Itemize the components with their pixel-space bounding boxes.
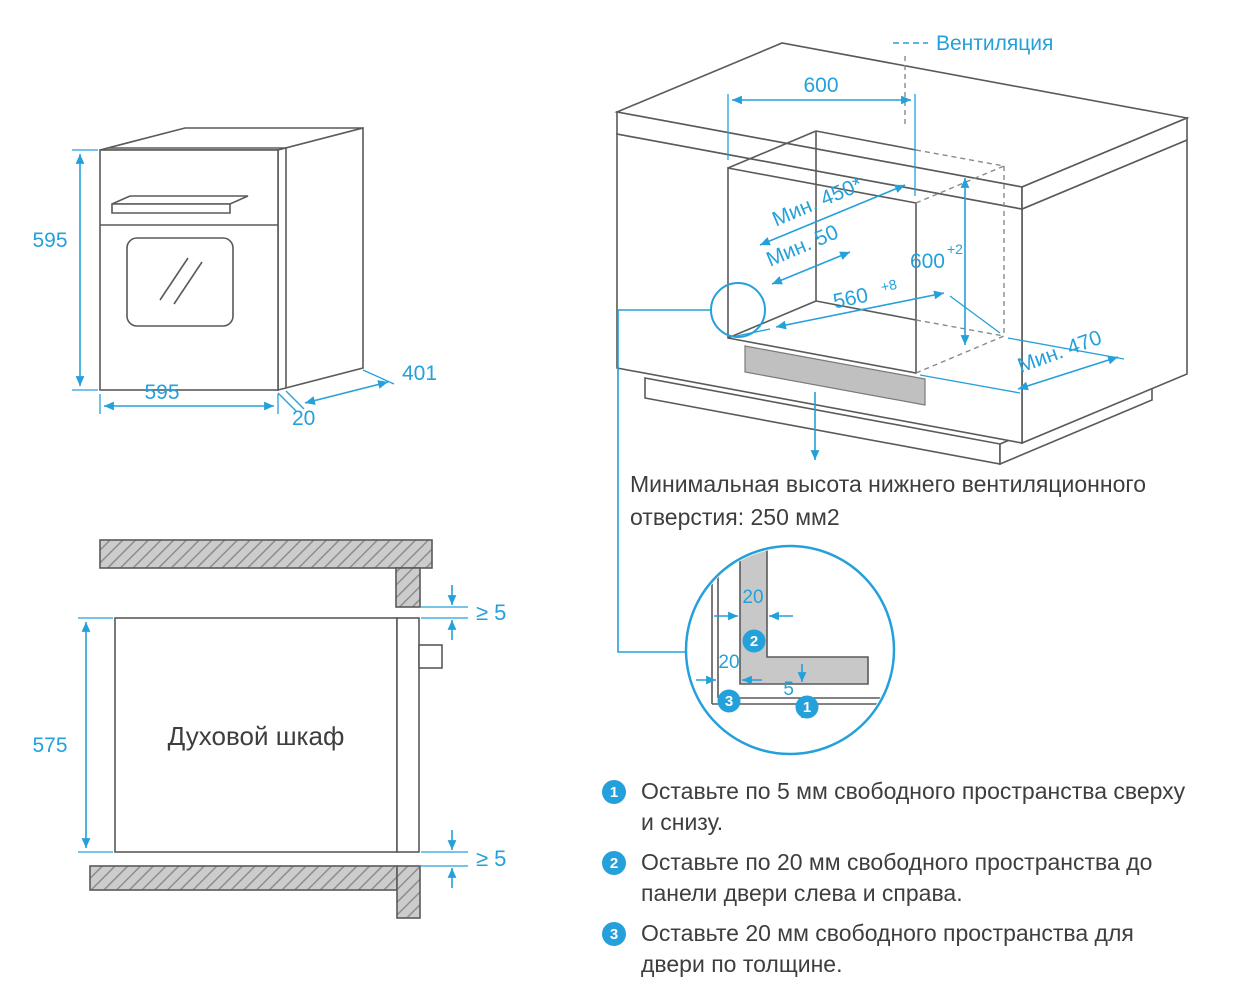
detail-marker-1: 1 [795,695,819,719]
oven-front-face [99,149,279,391]
cabinet-isometric-view: Вентиляция 600 Мин. 450* Мин. 50 560 +8 [614,32,1190,466]
gap-top-label: ≥ 5 [476,600,506,625]
niche-height-label: 600 [910,250,945,273]
note-1-marker: 1 [602,780,626,804]
vent-opening-strip [744,345,926,406]
note-1-text: Оставьте по 5 мм свободного пространства… [641,778,1186,835]
dim-opening-width-top: 600 [727,74,916,196]
wall-hatch-top [99,539,433,569]
note-2: 2 Оставьте по 20 мм свободного пространс… [602,847,1201,909]
detail-dim-door-thickness: 20 [714,587,793,621]
opening-width-top-label: 600 [803,74,838,97]
detail-marker-2: 2 [742,629,766,653]
note-3-marker: 3 [602,922,626,946]
ventilation-label: Вентиляция [936,32,1053,55]
detail-connector-line [617,309,711,653]
svg-text:1: 1 [803,699,811,716]
svg-text:3: 3 [725,693,733,710]
detail-door-thickness-label: 20 [742,587,763,608]
niche-height-tolerance: +2 [947,241,963,257]
vent-note-line1: Минимальная высота нижнего вентиляционно… [630,471,1147,497]
detail-view-circle [684,544,896,756]
detail-view: 20 20 5 2 3 [684,544,896,756]
oven-body-section [114,617,398,853]
side-height-label: 575 [32,734,67,757]
ventilation-callout: Вентиляция [893,32,1053,128]
oven-door-panel [396,617,420,853]
dim-gap-bottom: ≥ 5 [421,830,506,888]
oven-door-handle [418,644,443,669]
note-3: 3 Оставьте 20 мм свободного пространства… [602,918,1201,980]
installation-notes: 1 Оставьте по 5 мм свободного пространст… [602,776,1201,980]
oven-door-thickness-label: 20 [292,407,315,430]
note-2-text: Оставьте по 20 мм свободного пространств… [641,849,1153,906]
oven-handle [111,195,249,214]
dim-niche-height: 600 +2 [910,178,970,345]
detail-bottom-gap-label: 5 [783,679,794,700]
oven-width-label: 595 [144,381,179,404]
oven-right-face [277,126,364,392]
gap-bottom-label: ≥ 5 [476,846,506,871]
svg-text:2: 2 [750,633,758,650]
dim-gap-top: ≥ 5 [421,585,506,640]
wall-hatch-bottom [89,865,398,891]
oven-door-window [126,237,234,327]
detail-dim-side-clearance: 20 [696,652,762,685]
dim-niche-width: 560 +8 [731,276,1001,338]
dim-min-gap: Мин. 50 [763,221,851,285]
niche-hidden-edges [915,149,1005,374]
dim-oven-depth: 401 [304,362,437,405]
side-view: Духовой шкаф 575 ≥ 5 ≥ 5 [32,539,506,919]
note-2-marker: 2 [602,851,626,875]
wall-hatch-upper-right [395,567,421,608]
vent-note: Минимальная высота нижнего вентиляционно… [630,468,1230,534]
door-section-profile [739,548,869,685]
cabinet-countertop [614,42,1190,211]
dim-side-height: 575 [32,617,113,853]
detail-marker-3: 3 [717,689,741,713]
dim-oven-door-thickness: 20 [277,390,315,430]
dim-oven-height: 595 [32,149,98,391]
vent-note-line2: отверстия: 250 мм2 [630,504,840,530]
niche-width-tolerance: +8 [879,276,898,295]
dim-oven-width: 595 [99,381,279,414]
oven-height-label: 595 [32,229,67,252]
detail-side-clearance-label: 20 [718,652,739,673]
wall-hatch-lower-right [396,865,421,919]
oven-isometric-view: 595 595 20 401 [32,126,437,430]
note-1: 1 Оставьте по 5 мм свободного пространст… [602,776,1201,838]
note-3-text: Оставьте 20 мм свободного пространства д… [641,920,1134,977]
oven-label: Духовой шкаф [168,721,345,751]
oven-depth-label: 401 [402,362,437,385]
